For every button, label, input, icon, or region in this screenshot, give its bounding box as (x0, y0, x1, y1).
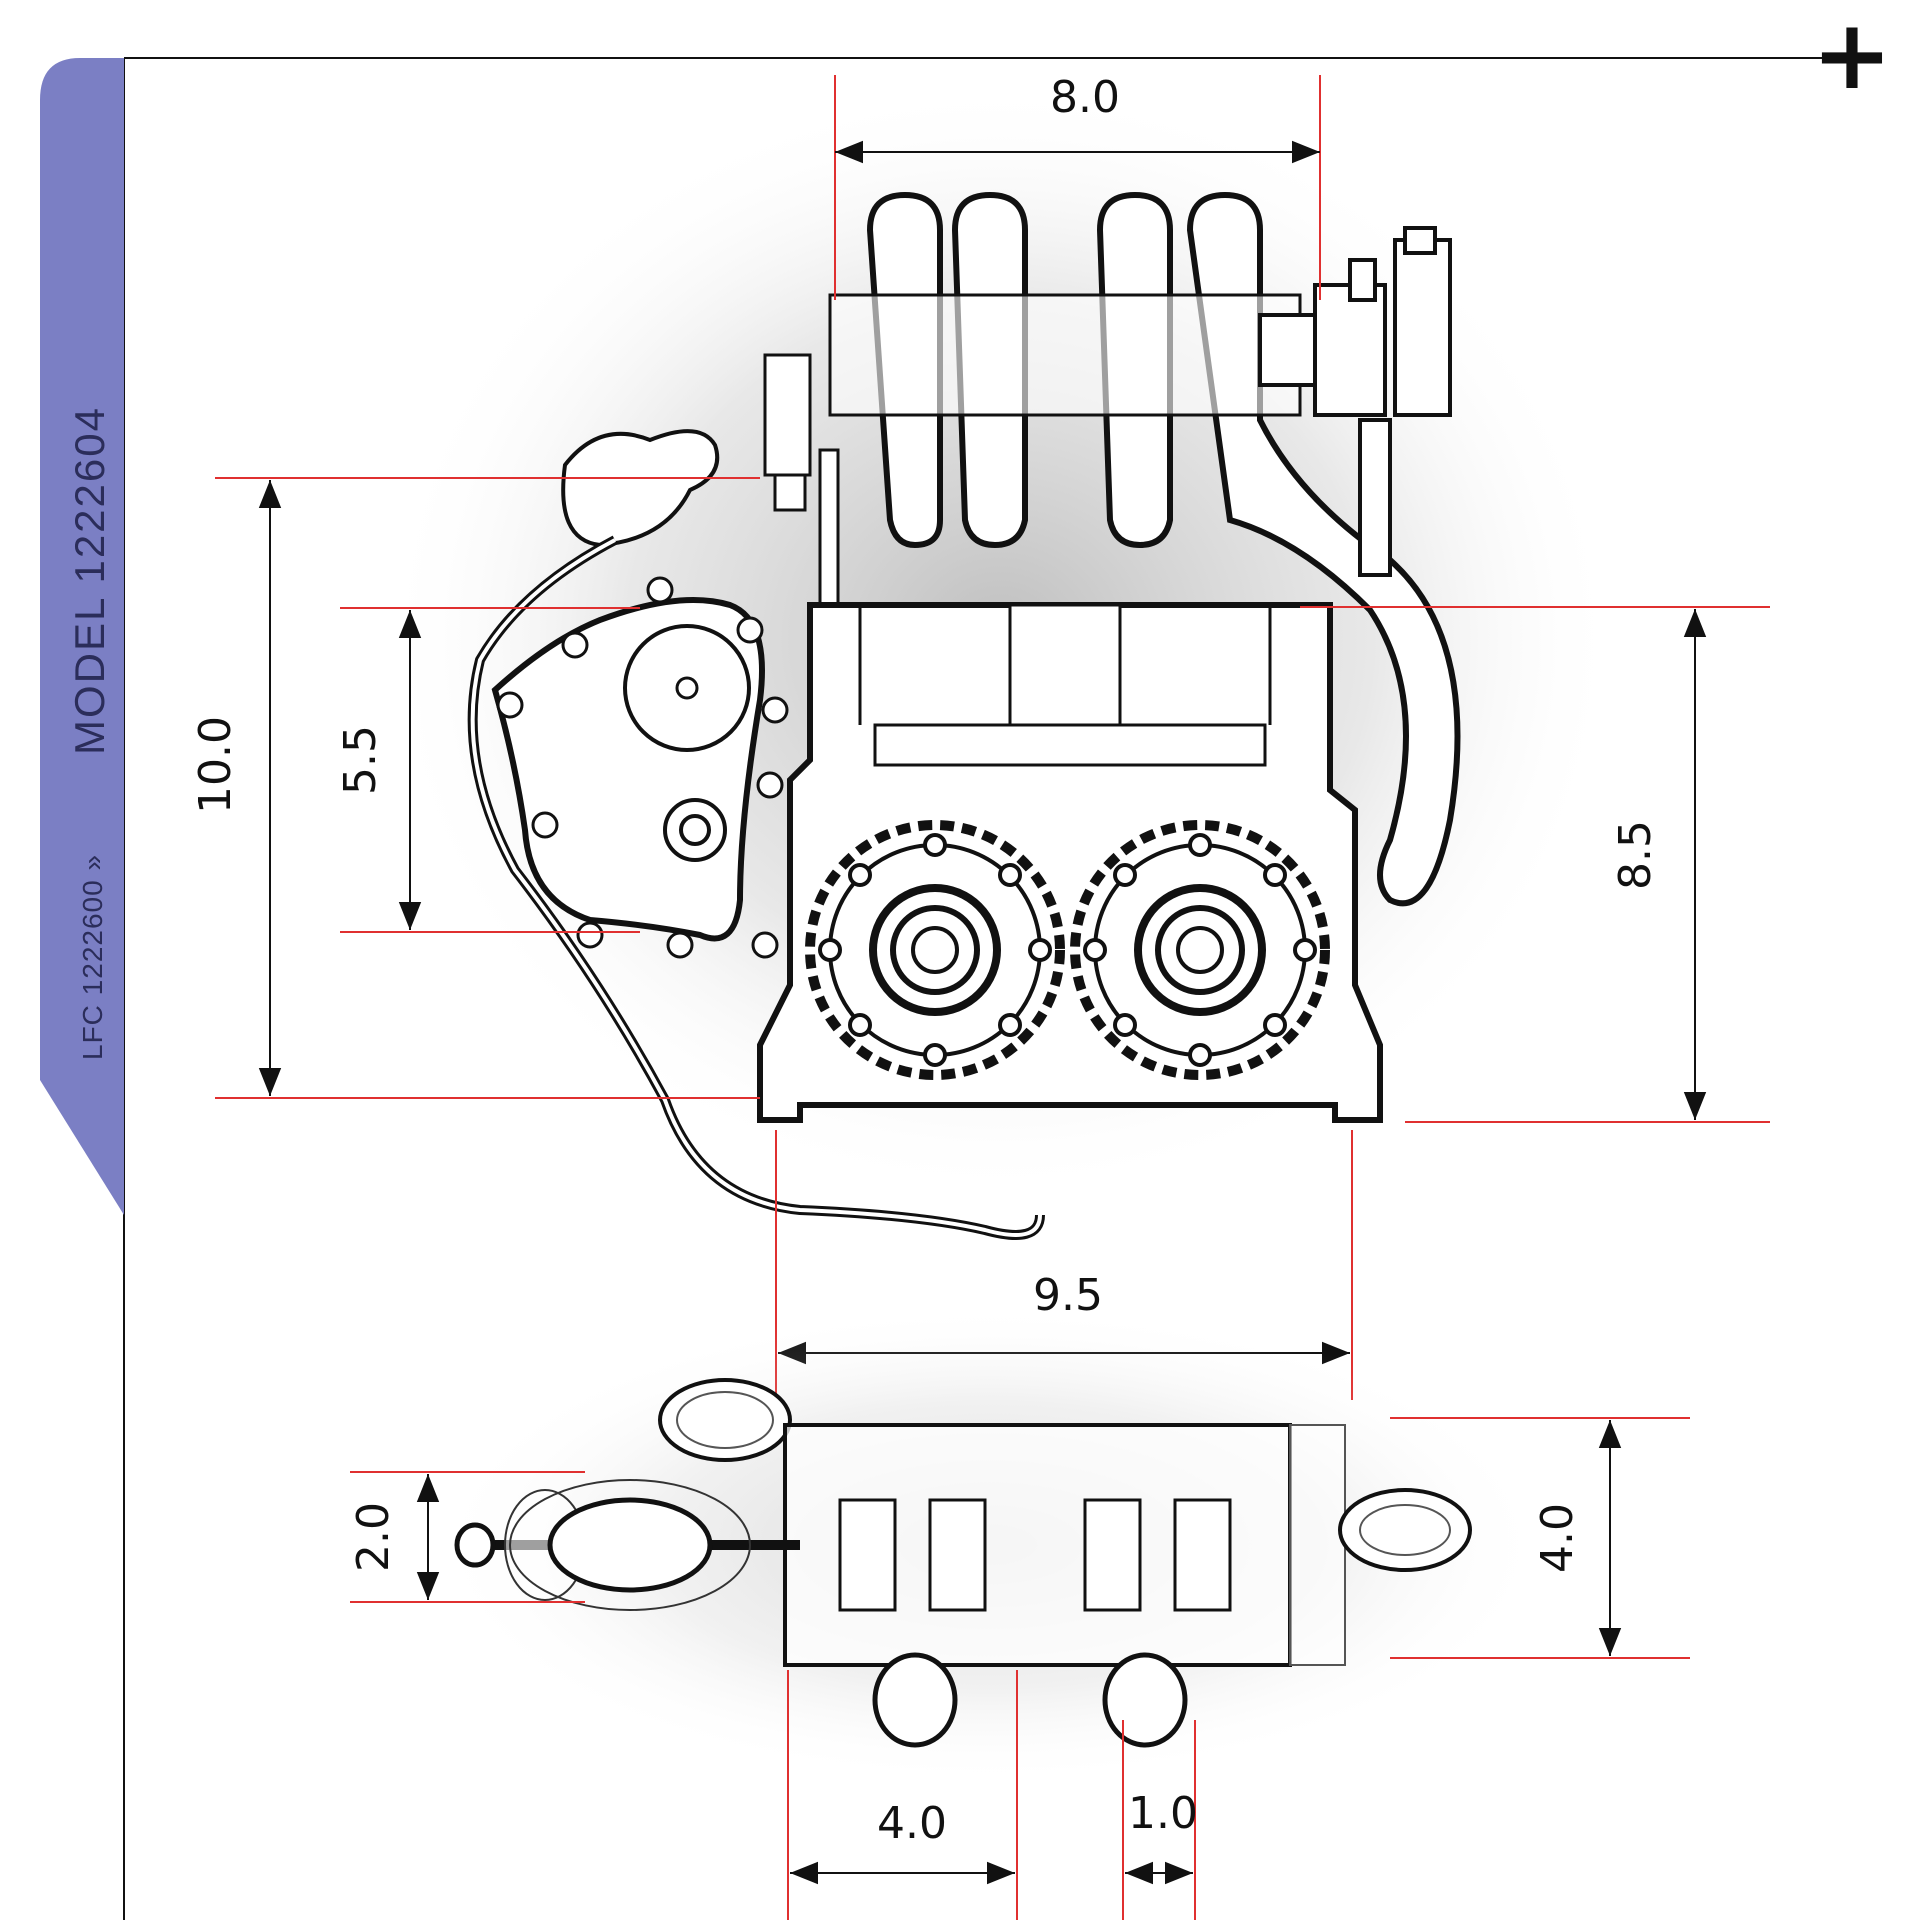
top-view (380, 80, 1620, 1240)
oil-filler (561, 429, 720, 548)
dim-label-4-0-bottom: 4.0 (877, 1798, 947, 1849)
side-tab: MODEL 1222604 LFC 1222600 » (40, 58, 124, 1215)
dim-label-8-5: 8.5 (1610, 820, 1661, 890)
intake-manifold (828, 191, 1461, 907)
lfc-number-label: LFC 1222600 » (77, 854, 108, 1060)
cam-gear-left (805, 820, 1065, 1080)
dim-label-5-5: 5.5 (335, 725, 386, 795)
throttle-body (1258, 226, 1452, 577)
left-bracket (763, 353, 840, 612)
side-view-dimensions (350, 1417, 1690, 1920)
cam-gear-right (1070, 820, 1330, 1080)
dim-label-1-0: 1.0 (1128, 1788, 1198, 1839)
dim-label-10-0: 10.0 (190, 716, 241, 814)
corner-plus-mark: + (1812, 0, 1892, 111)
model-number-label: MODEL 1222604 (66, 406, 113, 755)
timing-cover (491, 576, 789, 959)
side-view (430, 1305, 1550, 1785)
dim-label-2-0: 2.0 (348, 1502, 399, 1572)
dim-label-4-0-right: 4.0 (1532, 1503, 1583, 1573)
dim-label-8-0: 8.0 (1050, 72, 1120, 123)
